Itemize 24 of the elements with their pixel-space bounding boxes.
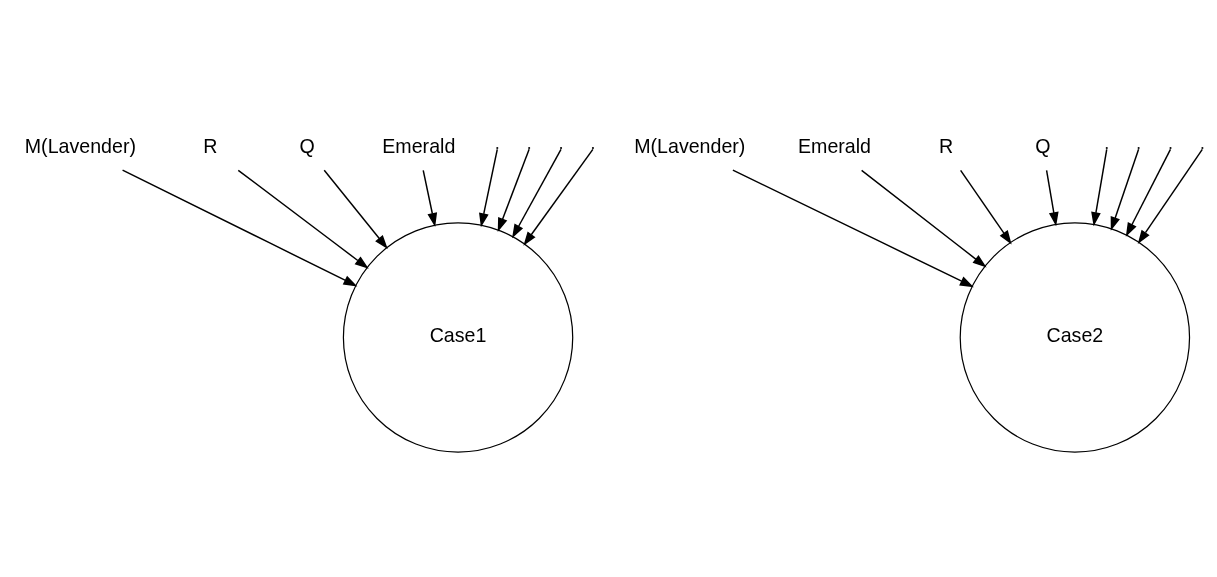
arrow — [959, 169, 1012, 244]
node-text: Emerald — [798, 134, 872, 157]
node-text: Emerald — [382, 134, 456, 157]
arrow — [237, 169, 369, 269]
node-text: M(Lavender) — [24, 134, 136, 157]
arrow — [479, 148, 498, 227]
arrow — [523, 148, 594, 246]
arrow — [860, 169, 987, 267]
node-text: R — [203, 134, 218, 157]
arrow — [1110, 148, 1140, 231]
node-text: M(Lavender) — [634, 134, 746, 157]
arrow — [121, 168, 358, 286]
arrow — [512, 148, 562, 238]
arrow — [1045, 169, 1059, 226]
arrow — [1091, 148, 1108, 226]
arrow — [1125, 148, 1172, 237]
arrow — [732, 168, 974, 287]
arrow — [497, 148, 530, 232]
node-text: Q — [1035, 134, 1051, 157]
arrow — [422, 169, 438, 227]
arrow — [323, 169, 388, 249]
node-text: Q — [299, 134, 315, 157]
arrow — [1137, 148, 1204, 244]
node-text: R — [939, 134, 954, 157]
